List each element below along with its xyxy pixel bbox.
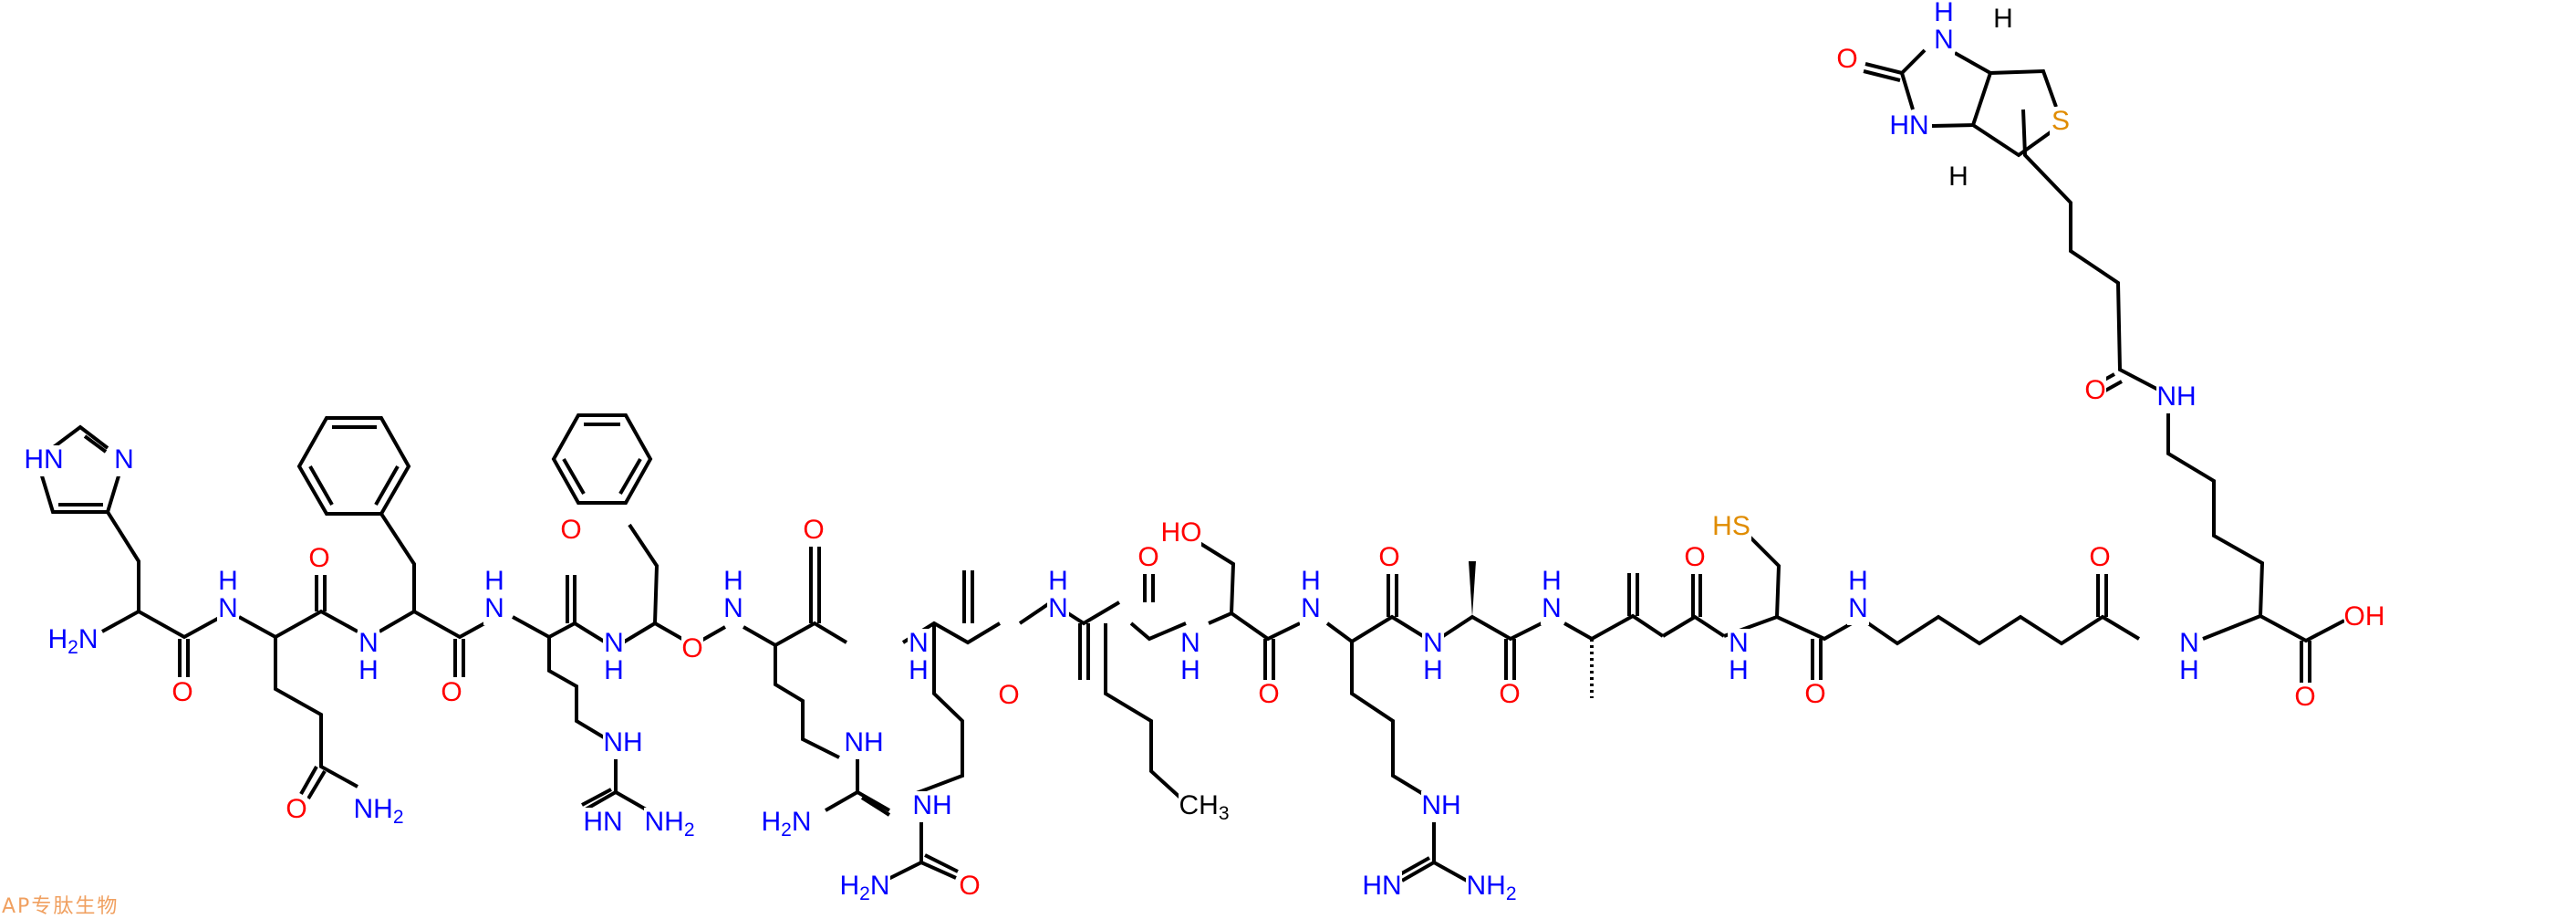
atom-label-h: H [358, 655, 379, 685]
atom-label-his_hn: HN [24, 444, 63, 475]
atom-label-nh1: N [218, 593, 238, 623]
atom-label-o4: O [560, 515, 581, 545]
atom-label-o5: O [681, 633, 702, 663]
atom-label-bt_nh_top: N [1934, 25, 1954, 55]
watermark-logo: AP专肽生物 [2, 895, 119, 918]
atom-label-h: H [1848, 566, 1868, 596]
atom-label-nh5: N [723, 593, 743, 623]
atom-label-nh8: N [1180, 628, 1200, 658]
atom-label-his_n: N [114, 444, 134, 475]
atom-label-h: H [484, 566, 504, 596]
atom-label-cys_hs: HS [1712, 511, 1750, 541]
atom-label-h: H [1048, 566, 1068, 596]
atom-label-h: H [604, 655, 624, 685]
atom-label-o9: O [1258, 679, 1279, 709]
atom-label-h: H [1423, 655, 1443, 685]
atom-label-o15: O [2294, 682, 2315, 712]
atom-label-h: H [909, 655, 929, 685]
atom-label-o13: O [1804, 679, 1825, 709]
atom-label-h: H [1542, 566, 1562, 596]
atom-label-nh12: N [1729, 628, 1749, 658]
atom-label-o11: O [1499, 679, 1520, 709]
atom-label-nh10: N [1423, 628, 1443, 658]
atom-label-bt_hn: HN [1889, 110, 1928, 141]
atom-label-nh14: N [2179, 628, 2199, 658]
atom-label-cit_o: O [959, 871, 980, 901]
atom-label-h: H [1934, 0, 1954, 27]
atom-label-nh13: N [1848, 593, 1868, 623]
atom-label-h: H [1301, 566, 1321, 596]
atom-label-h: H [723, 566, 743, 596]
atom-label-o7: O [998, 680, 1019, 710]
atom-label-h: H [1180, 655, 1200, 685]
atom-label-arg2_nh: NH [844, 727, 883, 757]
atom-label-o6: O [803, 515, 824, 545]
atom-label-o12: O [1684, 542, 1705, 572]
atom-label-h: H [1729, 655, 1749, 685]
atom-label-bt_h_bottom: H [1948, 162, 1968, 192]
atom-label-o3: O [441, 677, 462, 707]
bond-skeleton [38, 48, 2345, 882]
atom-label-cit_nh: NH [912, 790, 951, 820]
atom-label-arg3_hn: HN [1362, 871, 1401, 901]
atom-label-bt_o: O [1836, 44, 1857, 74]
atom-label-his_nh2: H2N [47, 624, 98, 658]
atom-label-nh9: N [1301, 593, 1321, 623]
atom-label-nh2: N [358, 628, 379, 658]
atom-label-ser_ho: HO [1161, 517, 1202, 548]
atom-label-oh: OH [2344, 601, 2385, 632]
atom-label-arg2_h2n: H2N [761, 807, 811, 841]
atom-label-nh11: N [1542, 593, 1562, 623]
atom-label-lys_nh: NH [2156, 381, 2196, 412]
atom-label-nh7: N [1048, 593, 1068, 623]
atom-label-o2: O [308, 543, 329, 573]
atom-label-bt_h_top: H [1993, 4, 2013, 34]
atom-label-h: H [2179, 655, 2199, 685]
atom-label-bt_s: S [2051, 106, 2070, 136]
atom-label-o8: O [1137, 542, 1158, 572]
atom-label-o10: O [1378, 542, 1399, 572]
atom-label-nh4: N [604, 628, 624, 658]
atom-label-nh3: N [484, 593, 504, 623]
atom-label-amide_o: O [2084, 375, 2105, 405]
atom-label-o1: O [171, 677, 192, 707]
atom-label-nh6: N [909, 628, 929, 658]
atom-label-h: H [218, 566, 238, 596]
atom-label-gln_o: O [286, 794, 306, 824]
atom-label-arg1_nh: NH [603, 727, 642, 757]
atom-label-arg3_nh: NH [1421, 790, 1460, 820]
atom-label-arg1_hn: HN [583, 807, 622, 837]
atom-label-o14: O [2089, 542, 2110, 572]
